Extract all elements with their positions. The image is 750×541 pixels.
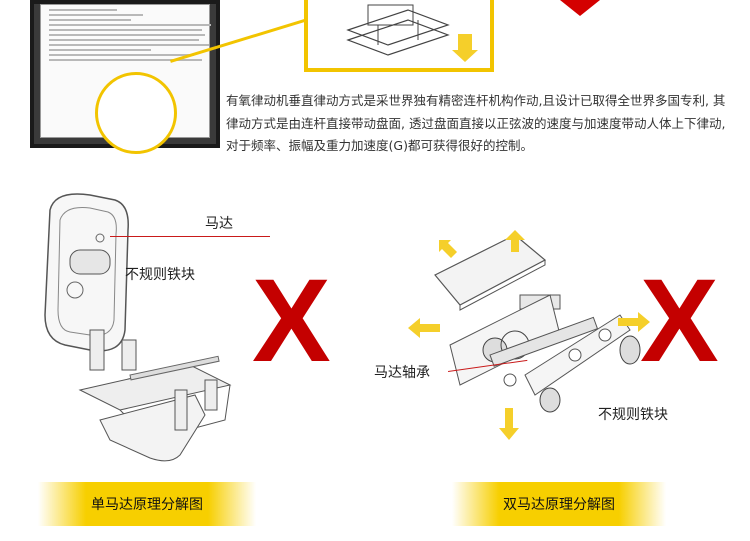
motor-leader-line [110,236,270,237]
mechanism-drawing [346,4,450,56]
dual-motor-exploded-diagram [434,234,641,413]
arrow-icon [408,318,440,338]
arrow-icon [505,230,525,252]
motor-label: 马达 [205,216,233,232]
mechanism-detail-box [304,0,494,72]
motor-bearing-label: 马达轴承 [374,365,430,381]
cross-icon: X [252,255,331,387]
single-motor-exploded-diagram [44,193,232,462]
description-text: 有氧律动机垂直律动方式是采世界独有精密连杆机构作动,且设计已取得全世界多国专利,… [226,93,726,153]
irregular-iron-block-label-right: 不规则铁块 [598,407,668,423]
arrow-icon [439,240,457,258]
arrow-icon [618,312,650,332]
arrow-icon [499,408,519,440]
arrow-icon [560,0,600,16]
dual-motor-caption: 双马达原理分解图 [452,482,666,526]
zoom-circle [95,72,177,154]
irregular-iron-block-label: 不规则铁块 [125,267,195,283]
arrow-icon [452,34,478,62]
cross-icon: X [640,255,719,387]
patent-document-text [49,9,219,64]
single-motor-caption: 单马达原理分解图 [38,482,256,526]
